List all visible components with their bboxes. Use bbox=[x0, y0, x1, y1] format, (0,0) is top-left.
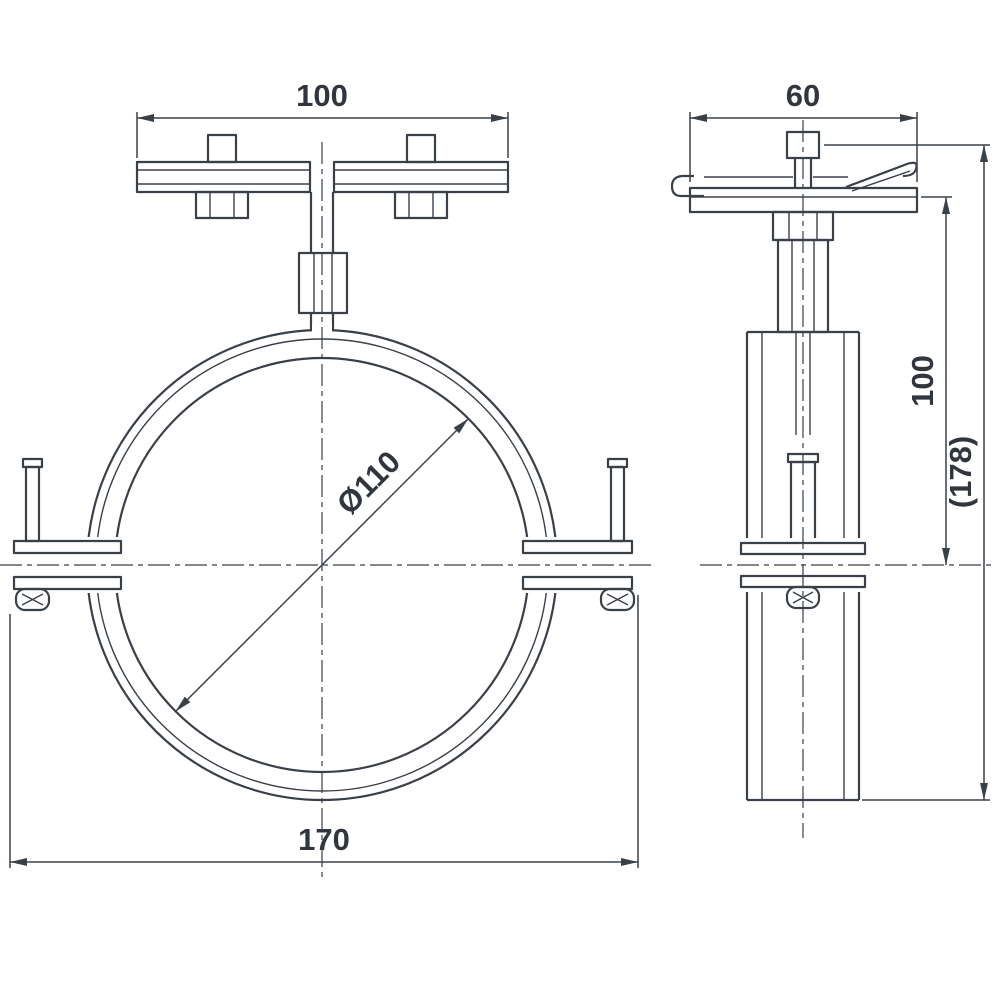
front-dim-overall-width: 170 bbox=[9, 595, 639, 868]
dim-label-front-overall-width: 170 bbox=[298, 822, 350, 857]
clip-left-hook bbox=[670, 174, 704, 198]
front-right-screw-head bbox=[599, 587, 636, 612]
side-view: 60 100 (178) bbox=[670, 78, 990, 802]
side-dim-top-width: 60 bbox=[689, 78, 918, 182]
front-rod bbox=[297, 192, 349, 331]
front-left-nut bbox=[194, 190, 250, 220]
front-right-screw-shaft bbox=[609, 465, 626, 543]
dim-label-side-axis-height: 100 bbox=[905, 355, 940, 407]
side-dim-axis-height: 100 bbox=[905, 196, 952, 565]
front-left-bolt-head bbox=[206, 133, 238, 164]
front-right-nut bbox=[393, 190, 449, 220]
front-right-flange bbox=[521, 457, 636, 612]
side-plate-assembly bbox=[670, 130, 919, 214]
dim-label-side-top-width: 60 bbox=[786, 78, 820, 113]
front-rail-assembly bbox=[135, 133, 510, 220]
front-view: 100 Ø110 170 bbox=[9, 78, 639, 868]
front-hex-connector bbox=[297, 251, 349, 315]
front-left-flange bbox=[12, 457, 123, 612]
clip-right-end bbox=[845, 161, 918, 189]
side-dim-overall-height: (178) bbox=[824, 144, 990, 801]
centerlines bbox=[0, 120, 996, 878]
dim-label-side-overall-height: (178) bbox=[943, 436, 978, 508]
front-dim-top-width: 100 bbox=[136, 78, 509, 158]
front-left-screw-head bbox=[14, 587, 51, 612]
front-left-screw-shaft bbox=[24, 465, 41, 543]
dim-label-front-top-width: 100 bbox=[296, 78, 348, 113]
front-right-bolt-head bbox=[405, 133, 437, 164]
dim-label-pipe-diameter: Ø110 bbox=[330, 444, 407, 521]
